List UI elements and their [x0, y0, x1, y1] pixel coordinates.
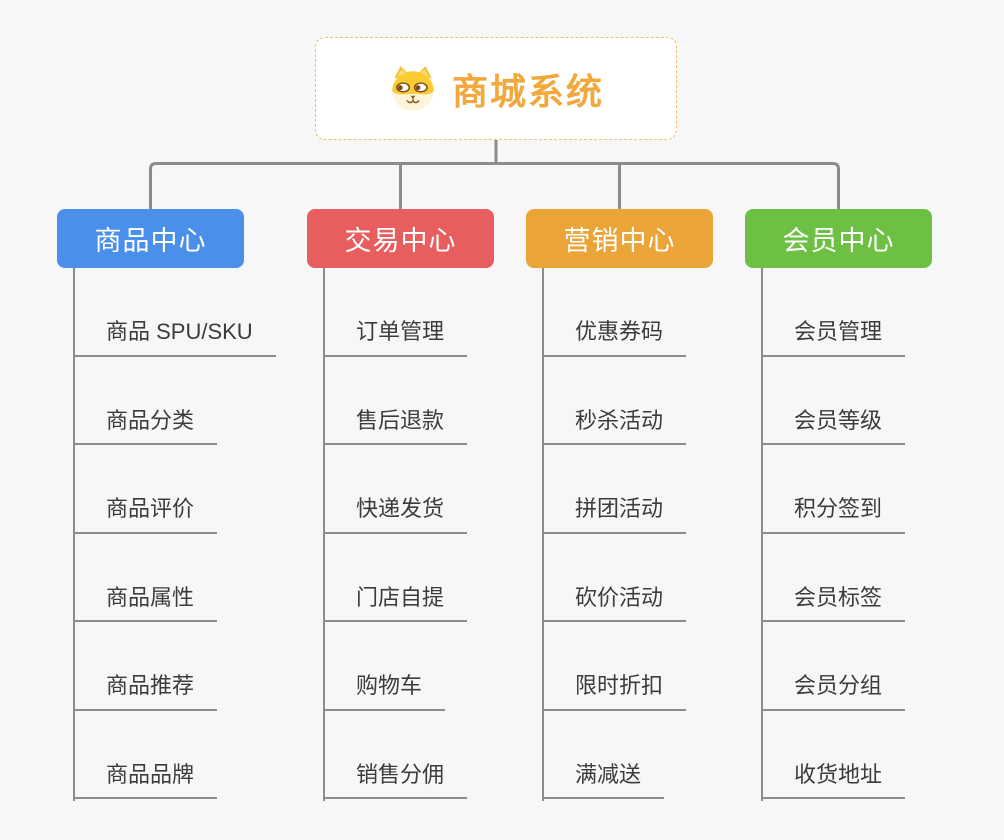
leaf-node-label[interactable]: 商品品牌	[73, 762, 218, 799]
leaf-item: 秒杀活动	[542, 357, 786, 445]
branch-node-1[interactable]: 商品中心	[57, 209, 244, 268]
leaf-item: 商品推荐	[73, 622, 317, 711]
leaf-item: 商品属性	[73, 534, 317, 622]
leaf-item: 购物车	[323, 622, 567, 711]
branch-leaves: 优惠券码 秒杀活动 拼团活动 砍价活动 限时折扣 满减送	[542, 268, 786, 801]
leaf-item: 会员分组	[761, 622, 1004, 711]
leaf-node-label[interactable]: 购物车	[323, 673, 446, 711]
leaf-item: 限时折扣	[542, 622, 786, 711]
leaf-node-label[interactable]: 秒杀活动	[542, 408, 687, 445]
leaf-node-label[interactable]: 会员等级	[761, 408, 906, 445]
branch: 商品中心 商品 SPU/SKU 商品分类 商品评价 商品属性 商品推荐 商品品牌	[57, 209, 317, 801]
leaf-node-label[interactable]: 收货地址	[761, 762, 906, 799]
leaf-node-label[interactable]: 商品评价	[73, 496, 218, 534]
leaf-node-label[interactable]: 商品属性	[73, 585, 218, 622]
leaf-item: 拼团活动	[542, 445, 786, 534]
leaf-node-label[interactable]: 优惠券码	[542, 319, 687, 357]
shiba-dog-icon	[392, 65, 434, 111]
leaf-item: 积分签到	[761, 445, 1004, 534]
branch-node-2[interactable]: 交易中心	[307, 209, 494, 268]
leaf-node-label[interactable]: 满减送	[542, 762, 665, 799]
leaf-item: 商品分类	[73, 357, 317, 445]
leaf-node-label[interactable]: 会员标签	[761, 585, 906, 622]
leaf-item: 销售分佣	[323, 711, 567, 799]
leaf-node-label[interactable]: 积分签到	[761, 496, 906, 534]
leaf-node-label[interactable]: 拼团活动	[542, 496, 687, 534]
leaf-node-label[interactable]: 售后退款	[323, 408, 468, 445]
leaf-node-label[interactable]: 限时折扣	[542, 673, 687, 711]
leaf-item: 售后退款	[323, 357, 567, 445]
leaf-item: 订单管理	[323, 268, 567, 357]
leaf-item: 收货地址	[761, 711, 1004, 799]
leaf-item: 门店自提	[323, 534, 567, 622]
leaf-item: 商品评价	[73, 445, 317, 534]
leaf-node-label[interactable]: 快递发货	[323, 496, 468, 534]
leaf-node-label[interactable]: 订单管理	[323, 319, 468, 357]
root-node[interactable]: 商城系统	[315, 37, 677, 140]
branch-leaves: 会员管理 会员等级 积分签到 会员标签 会员分组 收货地址	[761, 268, 1004, 801]
leaf-node-label[interactable]: 砍价活动	[542, 585, 687, 622]
leaf-item: 商品品牌	[73, 711, 317, 799]
leaf-item: 快递发货	[323, 445, 567, 534]
leaf-item: 会员管理	[761, 268, 1004, 357]
branch: 营销中心 优惠券码 秒杀活动 拼团活动 砍价活动 限时折扣 满减送	[526, 209, 786, 801]
leaf-node-label[interactable]: 商品分类	[73, 408, 218, 445]
branch-node-3[interactable]: 营销中心	[526, 209, 713, 268]
leaf-item: 砍价活动	[542, 534, 786, 622]
leaf-node-label[interactable]: 门店自提	[323, 585, 468, 622]
leaf-item: 商品 SPU/SKU	[73, 268, 317, 357]
branch-leaves: 订单管理 售后退款 快递发货 门店自提 购物车 销售分佣	[323, 268, 567, 801]
root-title: 商城系统	[451, 70, 604, 112]
leaf-item: 优惠券码	[542, 268, 786, 357]
leaf-item: 会员等级	[761, 357, 1004, 445]
branch: 交易中心 订单管理 售后退款 快递发货 门店自提 购物车 销售分佣	[307, 209, 567, 801]
leaf-item: 满减送	[542, 711, 786, 799]
leaf-node-label[interactable]: 会员管理	[761, 319, 906, 357]
branch-node-4[interactable]: 会员中心	[745, 209, 932, 268]
leaf-item: 会员标签	[761, 534, 1004, 622]
leaf-node-label[interactable]: 商品推荐	[73, 673, 218, 711]
branch-leaves: 商品 SPU/SKU 商品分类 商品评价 商品属性 商品推荐 商品品牌	[73, 268, 317, 801]
leaf-node-label[interactable]: 会员分组	[761, 673, 906, 711]
branch: 会员中心 会员管理 会员等级 积分签到 会员标签 会员分组 收货地址	[745, 209, 1004, 801]
leaf-node-label[interactable]: 商品 SPU/SKU	[73, 319, 276, 357]
leaf-node-label[interactable]: 销售分佣	[323, 762, 468, 799]
